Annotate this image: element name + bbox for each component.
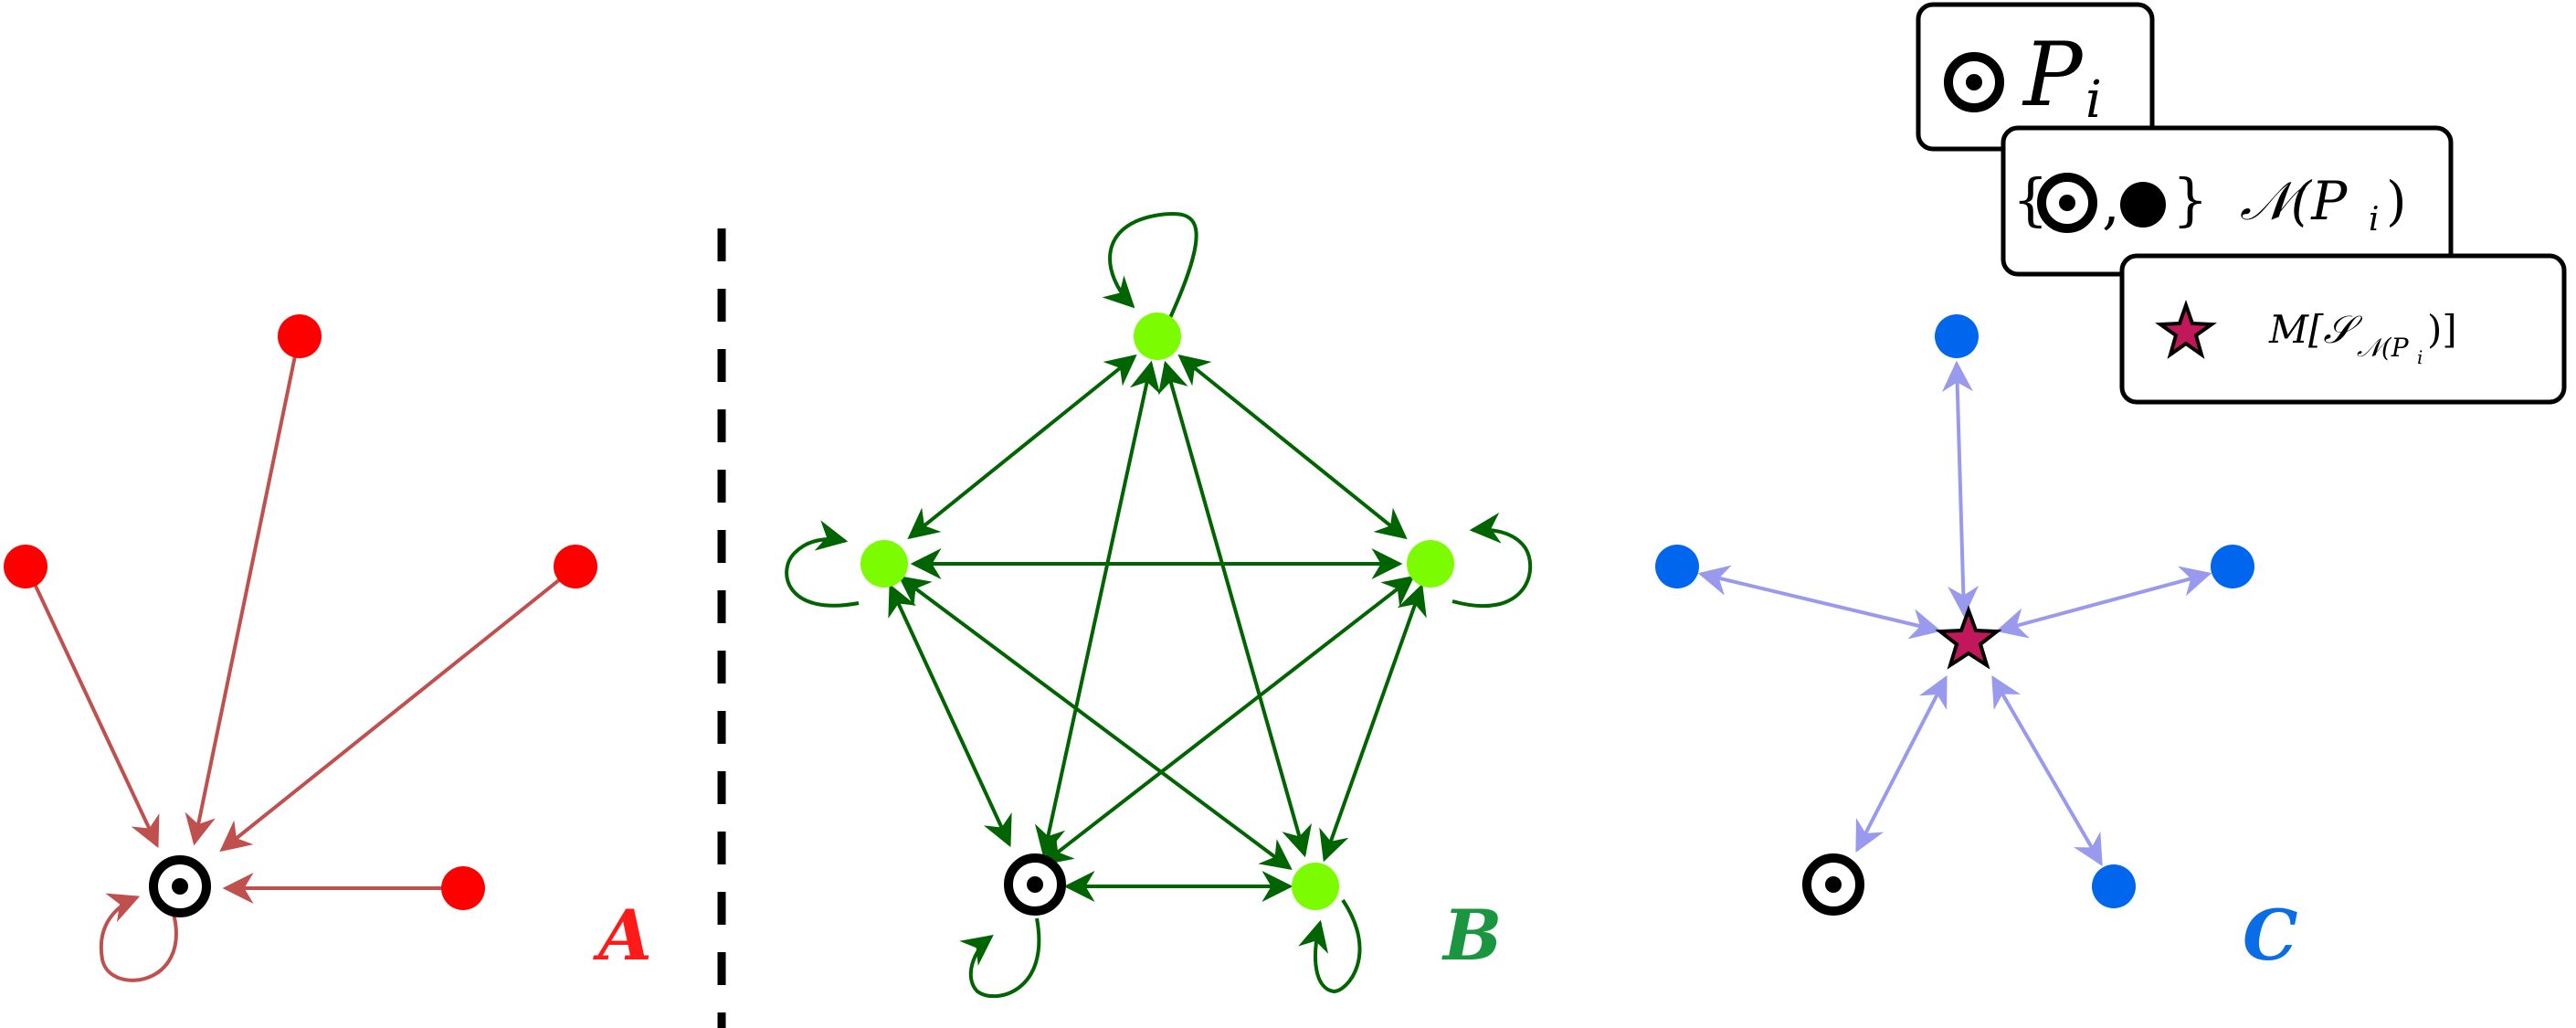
edge-b-left-bl <box>888 583 1012 848</box>
legend-aggregate-subsub: i <box>2417 346 2423 368</box>
star-icon <box>1935 605 2002 670</box>
node-b-left <box>860 540 908 588</box>
node-c-top <box>1935 314 1979 358</box>
edge-a-right <box>219 567 575 853</box>
legend-pi-sub: i <box>2085 70 2102 130</box>
node-a-right <box>554 545 597 588</box>
edge-b-self-left <box>785 520 860 608</box>
panel-b-edges <box>785 212 1533 999</box>
panel-b-nodes <box>860 313 1454 910</box>
node-b-right <box>1407 540 1454 588</box>
edge-c-left <box>1697 565 1942 640</box>
panel-b: B <box>785 212 1533 999</box>
edge-a-top <box>185 337 301 846</box>
legend-aggregate-close: )] <box>2427 307 2457 352</box>
edge-b-right-br <box>1319 583 1427 863</box>
legend-aggregate-sub: 𝒩(P <box>2357 333 2410 363</box>
legend-neighborhood-close: ) <box>2386 170 2407 232</box>
node-b-bottom-right <box>1292 863 1339 910</box>
node-c-right <box>2211 545 2254 588</box>
edge-c-right <box>1995 566 2212 639</box>
node-b-top <box>1134 313 1181 360</box>
panel-label-c: C <box>2243 895 2298 976</box>
edge-b-top-left <box>907 354 1137 540</box>
target-icon <box>1802 853 1864 916</box>
node-c-bottom-right <box>2092 864 2136 908</box>
edge-c-bottom-left <box>1855 674 1948 853</box>
edge-a-left <box>26 567 160 849</box>
panel-c: C <box>1655 314 2298 976</box>
edge-b-self-right <box>1452 512 1533 609</box>
edge-b-top-right <box>1177 354 1408 540</box>
target-icon <box>1004 853 1066 916</box>
edge-c-bottom-right <box>1991 675 2103 866</box>
panel-a-edges <box>26 337 575 982</box>
legend-neighborhood-label: 𝒩(P <box>2240 170 2348 232</box>
node-a-top <box>278 314 322 358</box>
edge-b-top-bl <box>1034 360 1161 858</box>
node-a-lower <box>441 866 485 910</box>
panel-c-nodes <box>1655 314 2254 908</box>
panel-a-nodes <box>4 314 597 910</box>
target-icon <box>149 855 211 917</box>
legend-pi-label: P <box>2022 24 2084 126</box>
legend-set-close: } <box>2172 166 2208 233</box>
target-icon <box>2037 173 2097 233</box>
edge-b-self-top <box>1102 212 1198 321</box>
node-c-left <box>1655 545 1699 588</box>
panel-label-a: A <box>593 895 652 976</box>
dot-icon <box>2120 182 2166 228</box>
legend-aggregate-label: M[𝒮 <box>2268 307 2362 352</box>
edge-b-self-br <box>1298 898 1362 994</box>
legend-card-aggregate: M[𝒮 𝒩(P i )] <box>2119 253 2567 405</box>
legend-set-comma: , <box>2102 170 2120 237</box>
legend-neighborhood-sub: i <box>2369 201 2380 238</box>
edge-b-self-bl <box>959 917 1041 999</box>
node-a-left <box>4 545 48 588</box>
star-icon <box>2155 299 2217 359</box>
legend-card-neighborhood: { , } 𝒩(P i ) <box>2001 125 2454 277</box>
panel-a: A <box>4 314 652 982</box>
edge-a-selfloop <box>99 893 178 982</box>
legend-card-pi: P i <box>1916 2 2155 152</box>
panel-c-edges <box>1697 360 2212 866</box>
edge-c-top <box>1941 360 1980 618</box>
panel-label-b: B <box>1441 895 1502 976</box>
target-icon <box>1944 52 2004 112</box>
legend: P i { , } 𝒩(P i ) M[𝒮 𝒩(P i )] <box>1916 2 2567 405</box>
